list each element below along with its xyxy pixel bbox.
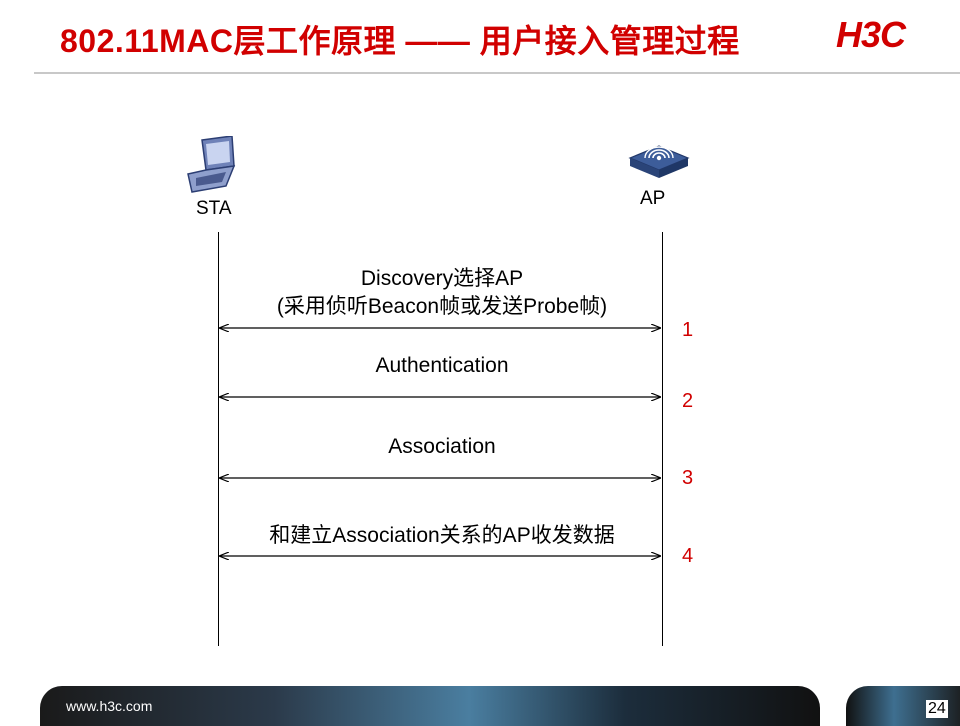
laptop-icon xyxy=(187,136,236,193)
sta-label: STA xyxy=(196,198,232,219)
message-1-sublabel: (采用侦听Beacon帧或发送Probe帧) xyxy=(276,295,608,318)
ap-label: AP xyxy=(640,188,666,209)
footer-banner xyxy=(40,686,820,726)
access-point-icon xyxy=(628,145,690,178)
step-number-1: 1 xyxy=(682,319,694,341)
step-number-2: 2 xyxy=(682,390,694,412)
message-3-label: Association xyxy=(388,435,496,458)
sta-lifeline xyxy=(218,232,219,646)
page-number: 24 xyxy=(926,700,948,718)
footer-url: www.h3c.com xyxy=(66,698,153,714)
message-1-label: Discovery选择AP xyxy=(360,267,524,290)
ap-lifeline xyxy=(662,232,663,646)
message-4-label: 和建立Association关系的AP收发数据 xyxy=(269,524,615,547)
message-2-label: Authentication xyxy=(375,354,509,377)
page-title: 802.11MAC层工作原理 —— 用户接入管理过程 xyxy=(60,23,740,59)
step-number-4: 4 xyxy=(682,545,694,567)
title-divider xyxy=(34,72,960,74)
h3c-logo: H3C xyxy=(836,14,906,55)
step-number-3: 3 xyxy=(682,467,694,489)
